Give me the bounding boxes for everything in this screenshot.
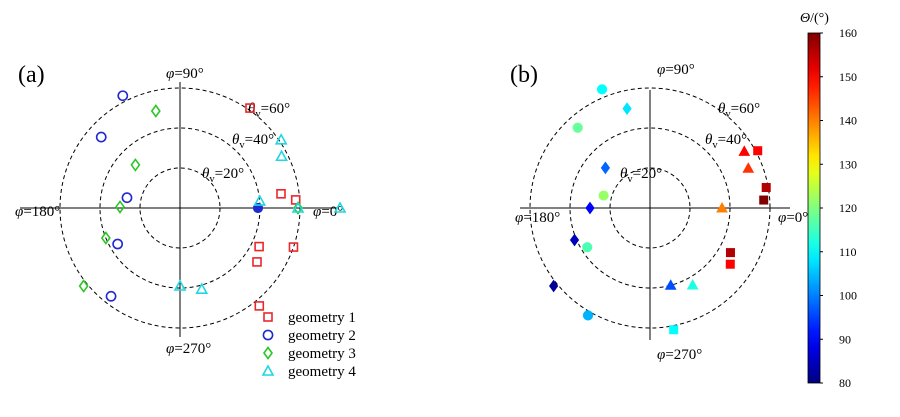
point-b-18 [585,201,595,215]
ring-label-theta-40: θv=40° [705,132,747,151]
ring-label-theta-60: θv=60° [718,101,760,120]
legend-label-geometry-1: geometry 1 [288,310,356,326]
point-geometry-3-4 [78,279,89,293]
point-geometry-3-3 [100,231,111,245]
point-geometry-2-1 [95,131,107,143]
point-b-12 [572,122,583,133]
colorbar-label: Θ/(°) [800,11,829,26]
point-b-6 [738,145,751,156]
point-b-10 [664,279,677,290]
ring-label-theta-60: θv=60° [248,101,290,120]
ring-theta-60 [529,87,771,329]
point-b-14 [582,242,593,253]
colorbar-tick-label-140: 140 [839,114,857,128]
legend-label-geometry-4: geometry 4 [288,364,356,380]
point-geometry-4-6 [333,201,347,213]
point-b-17 [600,161,611,175]
point-geometry-2-0 [117,90,129,102]
point-geometry-4-5 [173,279,187,291]
angular-label-phi-90: φ=90° [166,66,204,82]
angular-label-phi-270: φ=270° [166,341,211,357]
colorbar-tick-label-90: 90 [839,332,851,346]
point-b-1 [761,183,771,193]
angular-label-phi-90: φ=90° [657,62,695,78]
colorbar-tick-label-100: 100 [839,289,857,303]
colorbar-tick-label-80: 80 [839,376,851,390]
point-geometry-2-4 [105,290,117,302]
ring-theta-20 [609,167,691,249]
point-b-4 [753,146,763,156]
point-b-11 [596,84,608,95]
point-geometry-3-1 [130,158,141,172]
point-b-15 [582,310,594,321]
panel-label: (a) [18,62,45,88]
colorbar-tick-label-160: 160 [839,26,857,40]
point-b-0 [759,195,769,205]
legend-marker-geometry-4 [261,364,275,376]
legend-label-geometry-2: geometry 2 [288,328,356,344]
ring-theta-20 [139,167,221,249]
point-b-2 [725,248,735,258]
colorbar-tick-label-110: 110 [839,245,857,259]
point-geometry-1-0 [290,195,301,205]
point-b-5 [669,325,679,335]
point-b-16 [622,102,632,115]
point-b-13 [598,190,609,201]
colorbar-tick-label-150: 150 [839,70,857,84]
angular-label-phi-270: φ=270° [657,347,702,363]
point-geometry-4-4 [195,282,209,294]
point-geometry-4-2 [253,194,267,206]
point-geometry-1-3 [252,257,262,267]
colorbar: 80 90 100 110 120 130 140 150 160 Θ/(°) [800,11,857,390]
point-geometry-3-0 [150,104,161,118]
point-geometry-4-3 [291,201,305,213]
legend-marker-geometry-3 [263,346,273,360]
legend-marker-geometry-2 [262,329,274,341]
point-b-3 [725,259,735,269]
point-geometry-4-0 [275,149,288,162]
legend-label-geometry-3: geometry 3 [288,346,356,362]
point-b-9 [686,278,699,290]
ring-theta-40 [569,127,731,289]
colorbar-tick-label-130: 130 [839,157,857,171]
angular-label-phi-0: φ=0° [778,210,808,226]
legend-marker-geometry-1 [263,312,273,322]
point-b-20 [549,279,559,293]
ring-label-theta-20: θv=20° [620,166,662,185]
point-b-8 [716,201,728,213]
point-geometry-1-4 [288,242,299,252]
angular-label-phi-180: φ=180° [515,210,560,226]
point-geometry-3-2 [115,200,125,214]
ring-label-theta-20: θv=20° [202,166,244,185]
panel-label: (b) [510,62,538,88]
point-geometry-1-1 [276,189,286,199]
angular-label-phi-180: φ=180° [15,204,60,220]
point-geometry-2-2 [121,192,133,204]
ring-label-theta-40: θv=40° [232,132,274,151]
colorbar-bar [807,32,821,384]
point-geometry-1-2 [254,241,264,252]
point-geometry-4-1 [274,133,288,145]
point-b-19 [569,233,580,247]
point-geometry-1-6 [245,103,255,113]
polar-panel-b: θv=20° θv=40° θv=60° φ=0° φ=90° φ=180° φ=270° (… [510,62,808,363]
polar-panel-a: θv=20°θv=40°θv=60°φ=0°φ=90°φ=180°φ=270°(… [15,62,356,380]
point-b-7 [742,162,755,173]
point-geometry-2-3 [112,238,124,250]
colorbar-tick-label-120: 120 [839,201,857,215]
legend: geometry 1 geometry 2 geometry 3 geometry 4 [261,310,356,380]
point-geometry-1-5 [254,301,265,311]
